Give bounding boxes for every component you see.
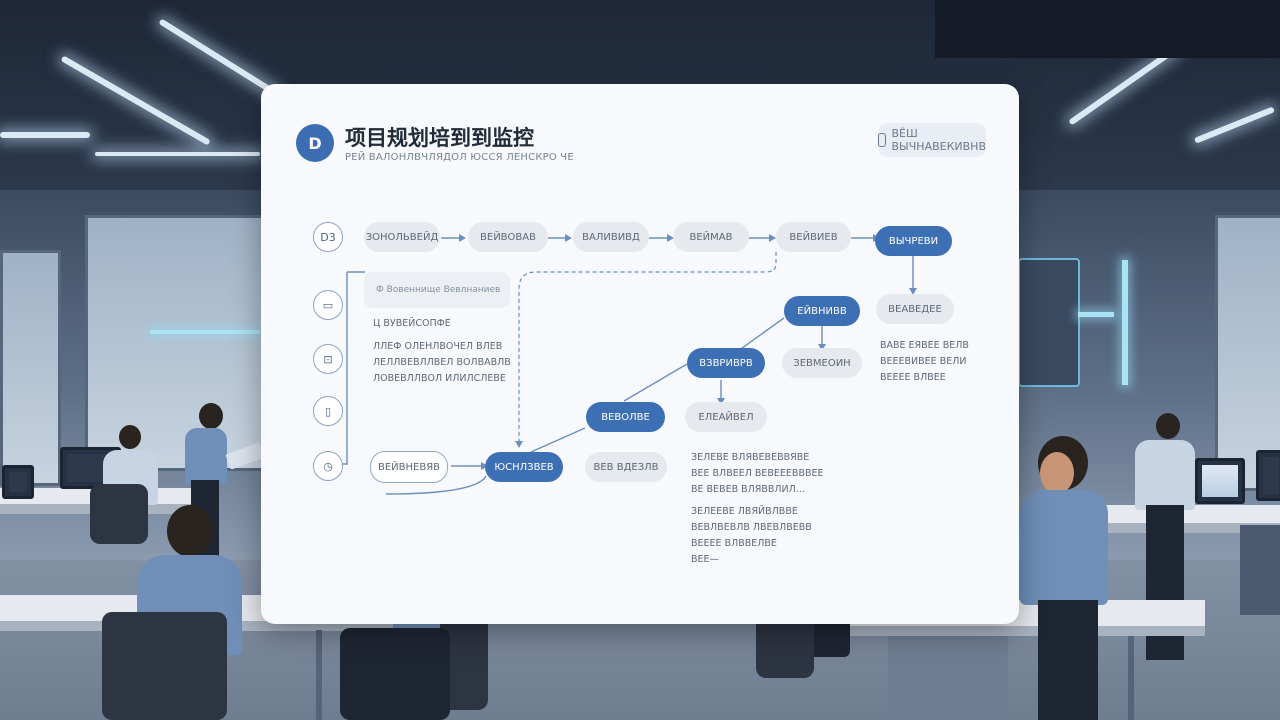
chair (90, 484, 148, 544)
flow-node[interactable]: ЕЛЕАЙВЕЛ (685, 402, 767, 432)
detail-line: ВЕЕЕВИВЕЕ ВЕЛИ (880, 356, 967, 367)
board-logo: D (296, 124, 334, 162)
page-title: 项目规划培到到监控 (345, 126, 534, 150)
flow-node-active[interactable]: ЮСНЛЗВЕВ (485, 452, 563, 482)
note-line: ЛЛЕФ ОЛЕНЛВОЧЕЛ ВЛЕВ (373, 341, 503, 352)
wall-screen (1018, 258, 1080, 387)
page-subtitle: РЕЙ ВАЛОНЛВЧЛЯДОЛ ЮССЯ ЛЕНСКРО ЧЕ (345, 152, 574, 163)
person (1020, 490, 1108, 605)
ceiling-panel (935, 0, 1280, 58)
person (1040, 452, 1074, 494)
flow-node-active[interactable]: ВЫЧРЕВИ (875, 226, 952, 256)
neon-strip (1122, 260, 1128, 385)
report-button-label: ВЁШ ВЫЧНАВЕКИВНВ (891, 127, 987, 153)
detail-line: ЗЕЛЕВЕ ВЛЯВЕВЕВВЯВЕ (691, 452, 810, 463)
chair (102, 612, 227, 720)
id-icon[interactable]: D3 (313, 222, 343, 252)
note-line: ЛЕЛЛВЕВЛЛВЕЛ ВОЛВАВЛВ (373, 357, 511, 368)
neon-strip (150, 330, 260, 334)
detail-line: ВЕЕЕЕ ВЛВВЕЛВЕ (691, 538, 777, 549)
flow-node[interactable]: ВЕЙВИЕВ (776, 222, 851, 252)
flow-node[interactable]: ВЕВ ВДЕЗЛВ (585, 452, 667, 482)
window (0, 250, 61, 486)
flow-node[interactable]: ЗЕВМЕОИН (782, 348, 862, 378)
monitor (1256, 450, 1280, 501)
flow-node[interactable]: ВЕЙМАВ (673, 222, 749, 252)
person (167, 505, 213, 557)
detail-line: ВЕЕЕЕ ВЛВЕЕ (880, 372, 946, 383)
clock-icon[interactable]: ◷ (313, 451, 343, 481)
note-line: ЛОВЕВЛЛВОЛ ИЛИЛСЛЕВЕ (373, 373, 506, 384)
flow-node-active[interactable]: ВЗВРИВРВ (687, 348, 765, 378)
person (1038, 600, 1098, 720)
detail-line: ВАВЕ ЕЯВЕЕ ВЕЛВ (880, 340, 969, 351)
monitor-icon[interactable]: ▭ (313, 290, 343, 320)
flow-node[interactable]: ВЕАВЕДЕЕ (876, 294, 954, 324)
person (1156, 413, 1180, 439)
desk-leg (316, 630, 322, 720)
flow-node-active[interactable]: ЕЙВНИВВ (784, 296, 860, 326)
note-heading: Ц ВУВЕЙСОПФЕ (373, 318, 451, 329)
flow-node[interactable]: ВЕЙВОВАВ (468, 222, 548, 252)
checkbox-icon[interactable]: ⊡ (313, 344, 343, 374)
note-box: Ф Вовеннище Вевлнаниев (364, 272, 510, 308)
flow-node[interactable]: ВАЛИВИВД (573, 222, 649, 252)
cabinet (1240, 525, 1280, 615)
chart-icon (878, 133, 886, 147)
flow-node[interactable]: ЗОНОЛЬВЕЙД (364, 222, 440, 252)
detail-line: ВЕЕ— (691, 554, 720, 565)
window (85, 215, 267, 471)
planning-board: D 项目规划培到到监控 РЕЙ ВАЛОНЛВЧЛЯДОЛ ЮССЯ ЛЕНСК… (261, 84, 1019, 624)
detail-line: ЗЕЛЕЕВЕ ЛВЯЙВЛВВЕ (691, 506, 798, 517)
person (119, 425, 141, 449)
person (185, 428, 227, 484)
report-button[interactable]: ВЁШ ВЫЧНАВЕКИВНВ (878, 123, 986, 157)
person (199, 403, 223, 429)
detail-line: ВЕЕ ВЛВЕЕЛ ВЕВЕЕЕВВВЕЕ (691, 468, 824, 479)
flow-node-active[interactable]: ВЕВОЛВЕ (586, 402, 665, 432)
document-icon[interactable]: ▯ (313, 396, 343, 426)
person (340, 628, 450, 720)
monitor (1195, 458, 1245, 504)
cabinet (888, 636, 1008, 720)
ceiling-lamp (0, 132, 90, 138)
ceiling-lamp (95, 152, 260, 156)
detail-line: ВЕВЛВЕВЛВ ЛВЕВЛВЕВВ (691, 522, 812, 533)
neon-strip (1078, 312, 1114, 317)
flow-node-start[interactable]: ВЕЙВНЕВЯВ (370, 451, 448, 483)
desk-leg (1128, 636, 1134, 720)
monitor (2, 465, 34, 499)
window (1215, 215, 1280, 491)
detail-line: ВЕ ВЕВЕВ ВЛЯВВЛИЛ... (691, 484, 805, 495)
person (1135, 440, 1195, 510)
person (1146, 505, 1184, 660)
